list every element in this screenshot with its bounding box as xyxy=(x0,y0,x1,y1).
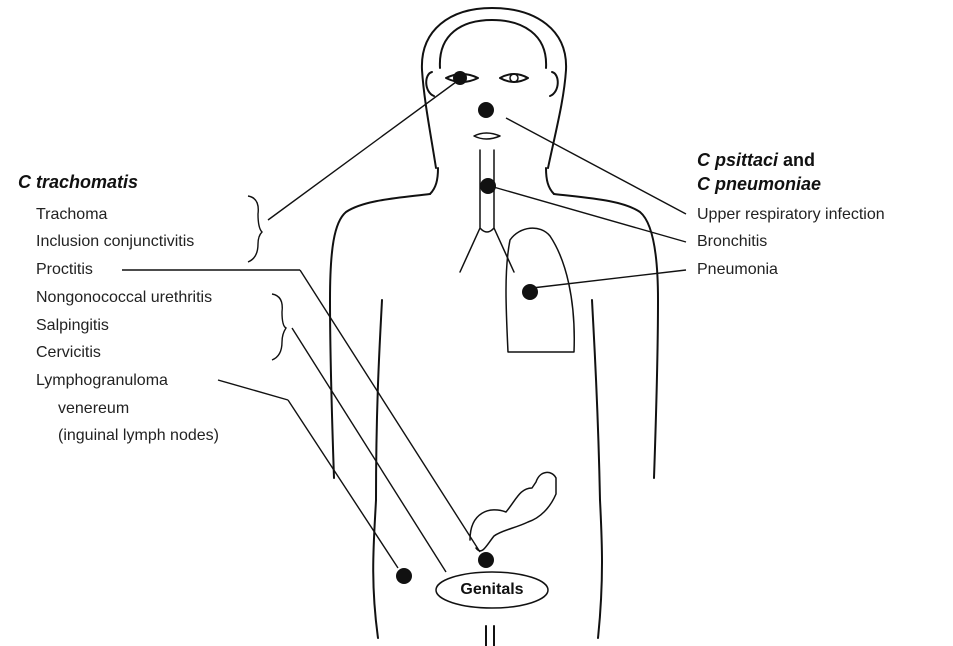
right-ear xyxy=(550,72,558,96)
right-waist xyxy=(598,500,602,638)
psittaci-heading: C psittaci and xyxy=(697,150,815,170)
brain-outline xyxy=(440,20,546,68)
dot-lung xyxy=(522,284,538,300)
dot-rectum xyxy=(478,552,494,568)
left-ear xyxy=(426,72,434,96)
label-inclusion-conjunctivitis: Inclusion conjunctivitis xyxy=(36,233,194,251)
label-trachoma: Trachoma xyxy=(36,206,107,224)
label-venereum: venereum xyxy=(58,400,129,418)
dot-lymph-node xyxy=(396,568,412,584)
genitals-label: Genitals xyxy=(436,581,548,599)
label-proctitis: Proctitis xyxy=(36,261,93,279)
leader-lymph xyxy=(218,380,288,400)
label-lymphogranuloma: Lymphogranuloma xyxy=(36,372,168,390)
right-shoulder xyxy=(554,194,658,478)
pneumoniae-heading: C pneumoniae xyxy=(697,174,821,194)
right-arm-inner xyxy=(592,300,600,500)
dot-trachea xyxy=(480,178,496,194)
neck-right xyxy=(546,168,554,194)
bracket-trachoma xyxy=(248,196,262,262)
left-waist xyxy=(373,500,378,638)
psittaci-title: C psittaci xyxy=(697,150,778,170)
label-upper-respiratory-infection: Upper respiratory infection xyxy=(697,206,885,224)
leader-pneumonia xyxy=(532,270,686,288)
dot-eye xyxy=(453,71,467,85)
label-pneumonia: Pneumonia xyxy=(697,261,778,279)
leader-genitals xyxy=(292,328,446,572)
bracket-urethritis xyxy=(272,294,286,360)
and-word: and xyxy=(778,150,815,170)
right-eye xyxy=(500,74,528,82)
trachea xyxy=(460,150,514,272)
label-bronchitis: Bronchitis xyxy=(697,233,767,251)
leader-bronchitis xyxy=(490,186,686,242)
label-salpingitis: Salpingitis xyxy=(36,317,109,335)
label-inguinal-lymph-nodes: (inguinal lymph nodes) xyxy=(58,427,219,445)
trachomatis-heading: C trachomatis xyxy=(18,172,138,192)
label-cervicitis: Cervicitis xyxy=(36,344,101,362)
neck-left xyxy=(430,168,438,194)
head-outline xyxy=(422,8,566,168)
label-nongonococcal-urethritis: Nongonococcal urethritis xyxy=(36,289,212,307)
lung-outline xyxy=(506,228,574,352)
intestine xyxy=(470,472,556,550)
mouth xyxy=(474,133,500,139)
leader-eye xyxy=(268,82,456,220)
dot-nose xyxy=(478,102,494,118)
